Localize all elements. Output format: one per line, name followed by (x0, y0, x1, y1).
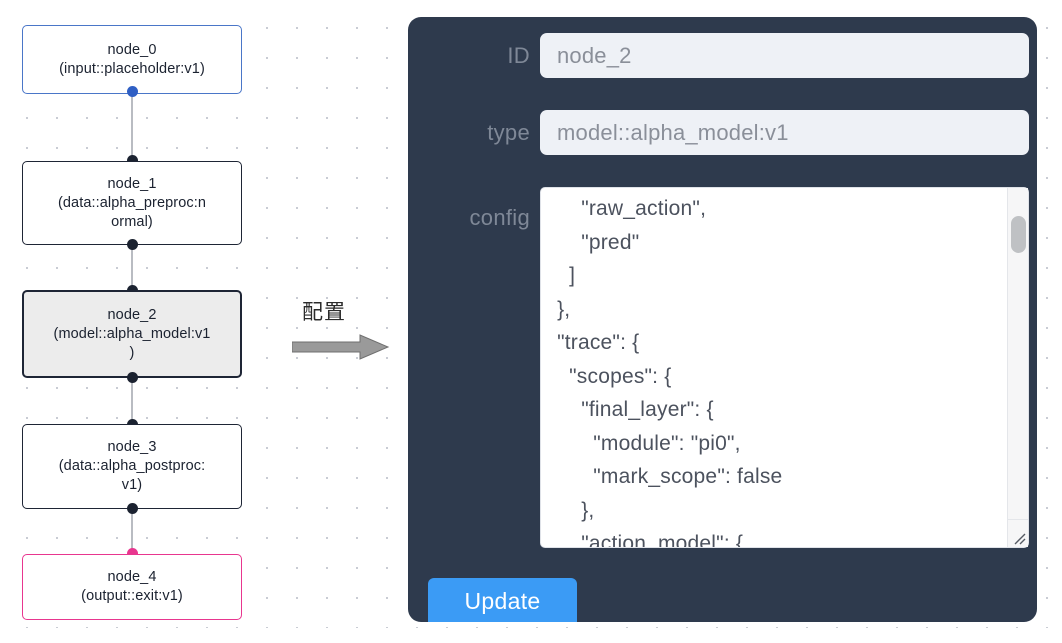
annotation-label: 配置 (302, 300, 346, 324)
graph-node-node_0[interactable]: node_0 (input::placeholder:v1) (22, 25, 242, 94)
bottom-strip (0, 628, 1062, 643)
graph-node-node_4[interactable]: node_4 (output::exit:v1) (22, 554, 242, 620)
form-row-type: type (408, 110, 1037, 155)
node-title: node_2 (107, 306, 157, 323)
right-arrow-icon (291, 334, 390, 365)
edge-node0-node1 (131, 93, 133, 163)
node-subtitle: (model::alpha_model:v1 ) (53, 325, 211, 361)
graph-node-node_2[interactable]: node_2 (model::alpha_model:v1 ) (22, 290, 242, 378)
form-row-id: ID (408, 33, 1037, 78)
resize-handle-icon[interactable] (1007, 519, 1028, 547)
edge-node3-node4 (131, 508, 133, 556)
config-scrollbar-thumb[interactable] (1011, 216, 1026, 253)
edge-node2-node3 (131, 377, 133, 426)
port-node_1-output[interactable] (126, 239, 138, 250)
node-title: node_4 (107, 569, 157, 585)
type-input[interactable] (540, 110, 1029, 155)
edge-node1-node2 (131, 244, 133, 292)
graph-node-node_1[interactable]: node_1 (data::alpha_preproc:n ormal) (22, 161, 242, 245)
port-node_0-output[interactable] (126, 86, 138, 97)
node-subtitle: (output::exit:v1) (81, 588, 183, 604)
config-textarea-wrapper: "raw_action", "pred" ] }, "trace": { "sc… (540, 187, 1029, 548)
port-node_1-input[interactable] (126, 155, 138, 166)
update-button[interactable]: Update (428, 578, 577, 622)
type-field-label: type (487, 120, 530, 145)
graph-node-node_3[interactable]: node_3 (data::alpha_postproc: v1) (22, 424, 242, 509)
node-subtitle: (data::alpha_postproc: v1) (58, 458, 206, 493)
port-node_2-output[interactable] (126, 372, 138, 383)
annotation-group: 配置 (288, 296, 398, 362)
port-node_4-input[interactable] (126, 548, 138, 559)
config-scrollbar[interactable] (1007, 188, 1028, 519)
port-node_3-output[interactable] (126, 503, 138, 514)
config-textarea[interactable]: "raw_action", "pred" ] }, "trace": { "sc… (540, 187, 1029, 548)
id-input[interactable] (540, 33, 1029, 78)
node-subtitle: (input::placeholder:v1) (59, 60, 205, 77)
node-config-panel: ID type config "raw_action", "pred" ] },… (408, 17, 1037, 622)
graph-canvas[interactable]: node_0 (input::placeholder:v1) node_1 (d… (0, 0, 1062, 628)
form-row-config: config "raw_action", "pred" ] }, "trace"… (408, 187, 1037, 548)
node-subtitle: (data::alpha_preproc:n ormal) (57, 194, 207, 230)
node-title: node_1 (107, 175, 157, 192)
config-field-label: config (469, 205, 530, 230)
node-title: node_3 (107, 439, 157, 455)
node-title: node_0 (107, 41, 157, 58)
id-field-label: ID (507, 43, 530, 68)
